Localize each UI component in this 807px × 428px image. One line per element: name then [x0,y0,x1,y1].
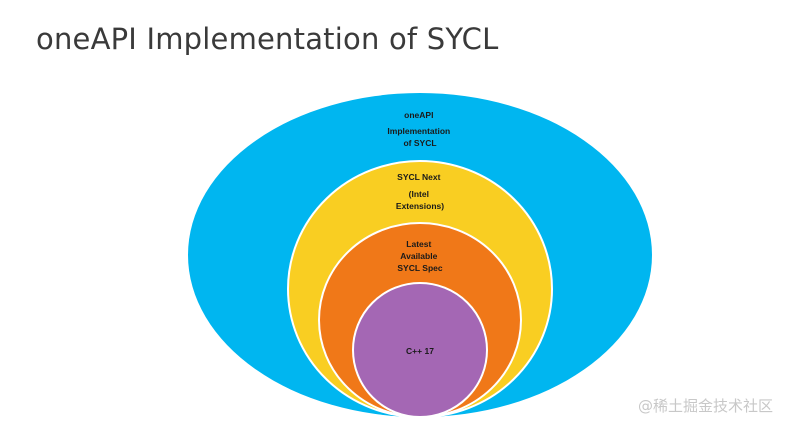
label-oneapi: oneAPI Implementation of SYCL [387,110,452,148]
label-cpp17: C++ 17 [406,346,434,356]
label-latest-spec-line: Latest [406,239,431,249]
label-oneapi-line: oneAPI [404,110,433,120]
watermark: @稀土掘金技术社区 [638,397,774,415]
label-latest-spec-line: Available [400,251,437,261]
label-cpp17-line: C++ 17 [406,346,434,356]
label-sycl-next-line: Extensions) [396,201,444,211]
label-oneapi-line: Implementation [387,126,450,136]
label-oneapi-line: of SYCL [403,138,436,148]
label-sycl-next-line: SYCL Next [397,172,440,182]
label-latest-spec-line: SYCL Spec [397,263,442,273]
label-sycl-next-line: (Intel [409,189,429,199]
circle-cpp17 [352,282,488,418]
label-sycl-next: SYCL Next (Intel Extensions) [396,172,444,211]
slide-title: oneAPI Implementation of SYCL [36,22,499,56]
label-latest-spec: Latest Available SYCL Spec [397,239,442,273]
